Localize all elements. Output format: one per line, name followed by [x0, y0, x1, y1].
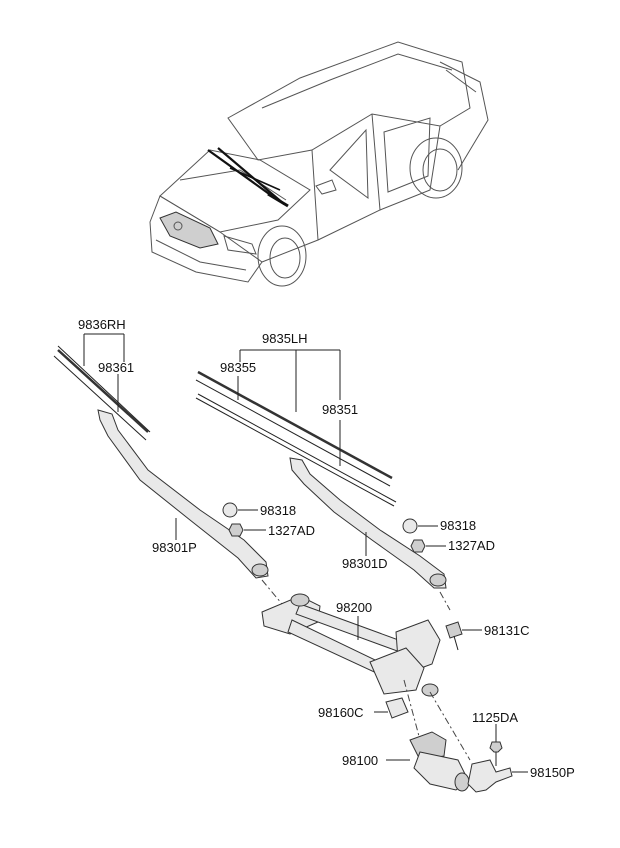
- cap-98318-left: [402, 518, 418, 534]
- screw-98131C: [445, 621, 482, 651]
- blade-9835LH: [195, 349, 397, 507]
- motor-98100: [386, 731, 470, 792]
- label-1125DA: 1125DA: [472, 710, 518, 725]
- label-98100: 98100: [342, 753, 378, 768]
- bracket-98150P: [467, 759, 528, 793]
- label-98131C: 98131C: [484, 623, 530, 638]
- label-98160C: 98160C: [318, 705, 364, 720]
- label-1327AD-right: 1327AD: [268, 523, 315, 538]
- arm-98301D: [289, 457, 447, 589]
- cap-98318-right: [222, 502, 238, 518]
- arm-98301P: [97, 409, 269, 579]
- label-98355: 98355: [220, 360, 256, 375]
- nut-1327AD-left: [410, 539, 426, 553]
- label-98318-right: 98318: [260, 503, 296, 518]
- nut-1327AD-right: [228, 523, 244, 537]
- bolt-1125DA: [489, 724, 503, 766]
- label-9836RH: 9836RH: [78, 317, 126, 332]
- label-98361: 98361: [98, 360, 134, 375]
- linkage-98200: [261, 593, 471, 761]
- bracket-98160C: [374, 697, 409, 719]
- label-9835LH: 9835LH: [262, 331, 308, 346]
- car-illustration: [149, 41, 489, 287]
- label-98301D: 98301D: [342, 556, 388, 571]
- label-98301P: 98301P: [152, 540, 197, 555]
- assembly-line-right: [261, 579, 283, 605]
- label-98150P: 98150P: [530, 765, 575, 780]
- label-1327AD-left: 1327AD: [448, 538, 495, 553]
- label-98200: 98200: [336, 600, 372, 615]
- assembly-line-left: [439, 591, 451, 611]
- blade-9836RH: [53, 333, 151, 441]
- label-98351: 98351: [322, 402, 358, 417]
- label-98318-left: 98318: [440, 518, 476, 533]
